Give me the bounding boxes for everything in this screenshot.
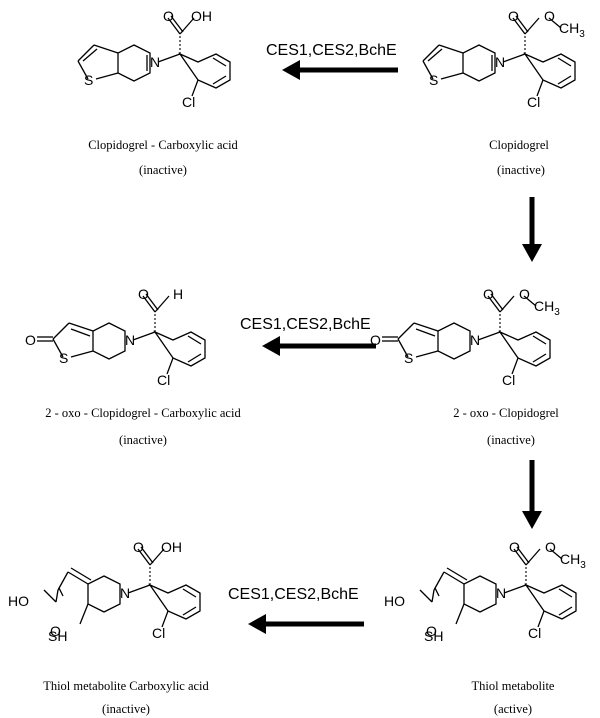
compound-2-oxo-clopidogrel: N S O O O CH3 Cl xyxy=(370,286,560,388)
compound-name: 2 - oxo - Clopidogrel xyxy=(453,406,559,420)
compound-name: Thiol metabolite Carboxylic acid xyxy=(43,679,209,693)
compound-status: (inactive) xyxy=(102,702,150,716)
enzyme-label-3: CES1,CES2,BchE xyxy=(228,586,359,603)
atom-sh: SH xyxy=(424,628,443,644)
atom-cl: Cl xyxy=(182,94,195,110)
compound-name: Clopidogrel xyxy=(489,138,549,152)
atom-o: O xyxy=(544,8,555,24)
atom-n: N xyxy=(150,54,160,70)
atom-sh: SH xyxy=(48,628,67,644)
compound-thiol-metabolite-carboxylic-acid: N HO O SH O OH Cl xyxy=(8,539,201,644)
atom-n: N xyxy=(495,54,505,70)
compound-status: (inactive) xyxy=(139,163,187,177)
compound-clopidogrel: N S O O CH3 Cl xyxy=(422,8,585,110)
compound-2-oxo-clopidogrel-carboxylic-acid: N S O O H Cl xyxy=(25,286,206,388)
atom-o: O xyxy=(545,539,556,555)
atom-s: S xyxy=(84,72,93,88)
atom-o: O xyxy=(163,8,174,24)
atom-h: H xyxy=(173,286,183,302)
compound-status: (active) xyxy=(494,702,532,716)
atom-cl: Cl xyxy=(528,625,541,641)
atom-ch3: CH3 xyxy=(560,551,586,571)
hydrolysis-arrow-1 xyxy=(282,60,398,80)
compound-status: (inactive) xyxy=(497,163,545,177)
atom-o: O xyxy=(370,332,381,348)
enzyme-label-1: CES1,CES2,BchE xyxy=(266,42,397,59)
hydrolysis-arrow-2 xyxy=(262,336,376,356)
hydrolysis-arrow-3 xyxy=(248,614,364,634)
atom-ho: HO xyxy=(384,593,405,609)
atom-o: O xyxy=(483,286,494,302)
atom-n: N xyxy=(120,585,130,601)
atom-ch3: CH3 xyxy=(534,298,560,318)
atom-o: O xyxy=(509,539,520,555)
atom-o: O xyxy=(138,286,149,302)
atom-n: N xyxy=(125,332,135,348)
oxidation-arrow-2 xyxy=(522,460,542,529)
atom-n: N xyxy=(470,332,480,348)
atom-o: O xyxy=(133,539,144,555)
compound-thiol-metabolite: N HO O SH O O CH3 Cl xyxy=(384,539,586,644)
atom-o: O xyxy=(25,332,36,348)
atom-s: S xyxy=(404,350,413,366)
compound-name: Thiol metabolite xyxy=(472,679,555,693)
atom-ho: HO xyxy=(8,593,29,609)
compound-name: Clopidogrel - Carboxylic acid xyxy=(88,138,238,152)
atom-oh: OH xyxy=(191,8,212,24)
atom-o: O xyxy=(519,286,530,302)
atom-cl: Cl xyxy=(527,94,540,110)
atom-cl: Cl xyxy=(157,372,170,388)
oxidation-arrow-1 xyxy=(522,197,542,262)
atom-ch3: CH3 xyxy=(559,20,585,40)
atom-o: O xyxy=(50,623,61,639)
atom-s: S xyxy=(429,72,438,88)
atom-o: O xyxy=(508,8,519,24)
compound-name: 2 - oxo - Clopidogrel - Carboxylic acid xyxy=(45,406,241,420)
enzyme-label-2: CES1,CES2,BchE xyxy=(240,316,371,333)
atom-cl: Cl xyxy=(152,625,165,641)
compound-status: (inactive) xyxy=(487,433,535,447)
compound-clopidogrel-carboxylic-acid: N S O OH Cl xyxy=(77,8,231,110)
atom-o: O xyxy=(426,623,437,639)
atom-s: S xyxy=(59,350,68,366)
compound-status: (inactive) xyxy=(119,433,167,447)
atom-n: N xyxy=(496,585,506,601)
atom-cl: Cl xyxy=(502,372,515,388)
atom-oh: OH xyxy=(161,539,182,555)
